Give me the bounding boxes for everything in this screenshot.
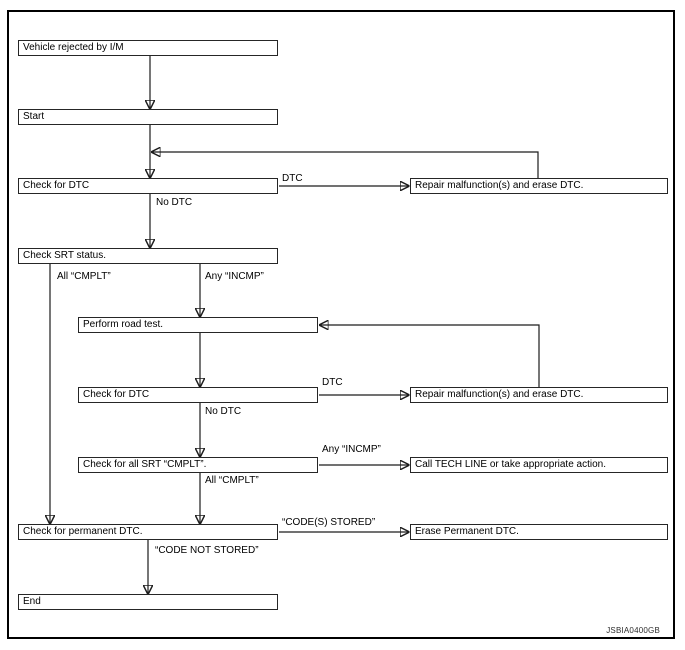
flowchart-node-road-test: Perform road test. xyxy=(78,317,318,333)
edge-label-any-incmp-2: Any “INCMP” xyxy=(322,444,381,455)
edge-label-no-dtc-2: No DTC xyxy=(205,406,242,417)
flowchart-node-check-dtc-1: Check for DTC xyxy=(18,178,278,194)
edge-label-code-not-stored: “CODE NOT STORED” xyxy=(155,545,259,556)
flowchart-node-check-dtc-2: Check for DTC xyxy=(78,387,318,403)
flowchart-node-repair-2: Repair malfunction(s) and erase DTC. xyxy=(410,387,668,403)
flowchart-node-check-srt: Check SRT status. xyxy=(18,248,278,264)
flowchart-node-call-tech-line: Call TECH LINE or take appropriate actio… xyxy=(410,457,668,473)
edge-label-dtc-1: DTC xyxy=(282,173,303,184)
edge-label-dtc-2: DTC xyxy=(322,377,343,388)
flowchart-node-vehicle-rejected: Vehicle rejected by I/M xyxy=(18,40,278,56)
flowchart-node-erase-permanent: Erase Permanent DTC. xyxy=(410,524,668,540)
edge-label-any-incmp-1: Any “INCMP” xyxy=(205,271,264,282)
edge-label-codes-stored: “CODE(S) STORED” xyxy=(282,517,376,528)
flowchart-node-repair-1: Repair malfunction(s) and erase DTC. xyxy=(410,178,668,194)
flowchart-node-end: End xyxy=(18,594,278,610)
flowchart-node-start: Start xyxy=(18,109,278,125)
edge-label-all-cmplt-1: All “CMPLT” xyxy=(57,271,111,282)
diagram-border xyxy=(7,10,675,639)
edge-label-all-cmplt-2: All “CMPLT” xyxy=(205,475,259,486)
flowchart-node-check-all-srt: Check for all SRT “CMPLT”. xyxy=(78,457,318,473)
figure-code: JSBIA0400GB xyxy=(606,626,660,635)
edge-label-no-dtc-1: No DTC xyxy=(156,197,193,208)
flowchart-node-check-permanent: Check for permanent DTC. xyxy=(18,524,278,540)
